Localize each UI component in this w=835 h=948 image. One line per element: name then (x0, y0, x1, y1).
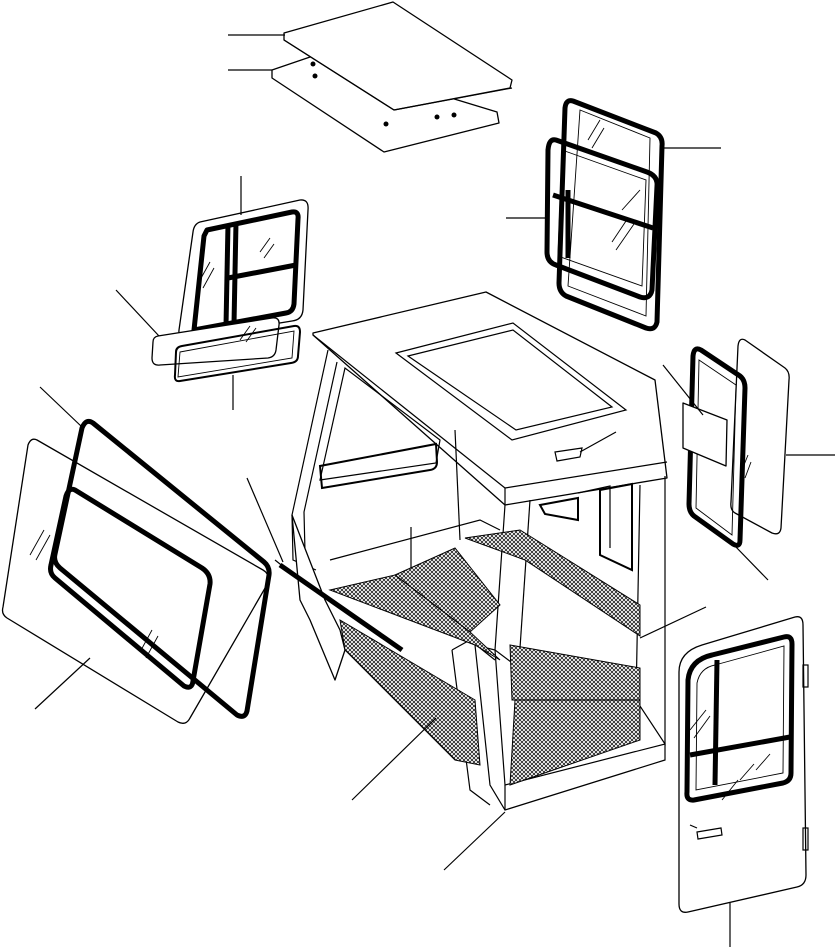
right-side-tag (682, 402, 728, 467)
right-side-seal (686, 346, 748, 548)
right-side-leaders (662, 364, 835, 581)
cab-leaders (246, 477, 707, 871)
door (678, 616, 809, 913)
cab-body (291, 291, 668, 811)
front-glass (1, 438, 270, 724)
rear-window-seal (556, 98, 665, 332)
roof-leaders (228, 34, 285, 71)
rear-window-leaders (506, 147, 721, 219)
left-upper-window (178, 199, 309, 339)
front-glass-leaders (34, 386, 91, 710)
front-glass-seal (48, 418, 272, 719)
left-lower-seal (173, 324, 302, 383)
left-window-leaders (115, 176, 242, 410)
rear-window-frame (544, 137, 660, 301)
floor-mat (328, 529, 641, 786)
handrail (274, 559, 404, 653)
roof-cover-panel (283, 1, 513, 111)
